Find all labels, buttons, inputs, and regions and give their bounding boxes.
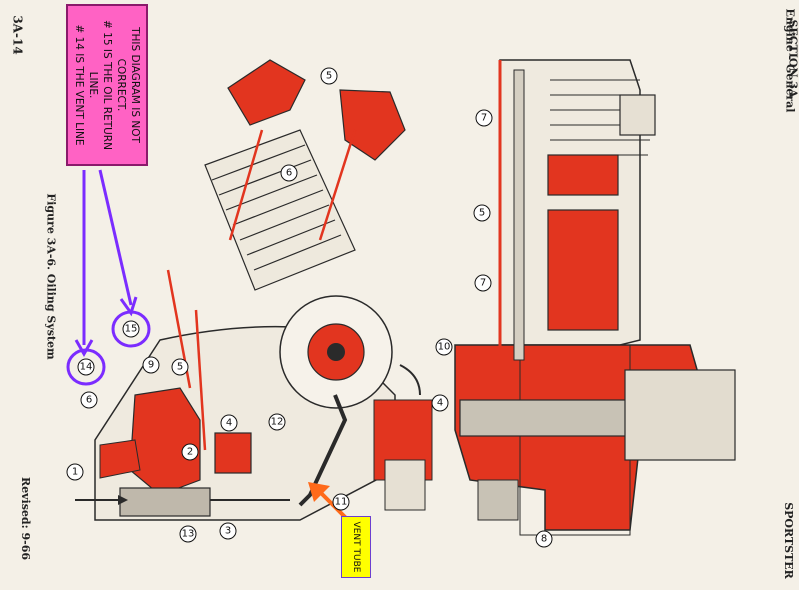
- engine-side-view: [75, 59, 416, 521]
- svg-text:2: 2: [187, 447, 193, 458]
- svg-text:13: 13: [182, 529, 195, 540]
- svg-text:14: 14: [80, 362, 93, 373]
- svg-text:12: 12: [271, 417, 284, 428]
- callout-5b: 5: [171, 358, 189, 376]
- svg-text:5: 5: [326, 71, 332, 82]
- svg-text:5: 5: [479, 208, 485, 219]
- svg-text:11: 11: [335, 497, 348, 508]
- callout-12: 12: [268, 413, 286, 431]
- callout-15: 15: [122, 320, 140, 338]
- callout-7b: 7: [474, 274, 492, 292]
- correction-note: THIS DIAGRAM IS NOT CORRECT. # 15 IS THE…: [66, 4, 148, 166]
- callout-9: 9: [142, 356, 160, 374]
- callout-6b: 6: [80, 391, 98, 409]
- callout-11: 11: [332, 493, 350, 511]
- svg-text:8: 8: [541, 534, 547, 545]
- svg-text:7: 7: [480, 278, 486, 289]
- callout-8: 8: [535, 530, 553, 548]
- callout-14: 14: [77, 358, 95, 376]
- svg-text:10: 10: [438, 342, 451, 353]
- callout-2: 2: [181, 443, 199, 461]
- svg-text:3: 3: [225, 526, 231, 537]
- svg-text:1: 1: [72, 467, 78, 478]
- callout-4b: 4: [431, 394, 449, 412]
- svg-text:9: 9: [148, 360, 154, 371]
- callout-4a: 4: [220, 414, 238, 432]
- inset-detail: [373, 364, 433, 511]
- callout-13: 13: [179, 525, 197, 543]
- engine-cross-section: [454, 59, 736, 536]
- svg-text:7: 7: [481, 113, 487, 124]
- callout-7a: 7: [475, 109, 493, 127]
- svg-text:4: 4: [437, 398, 443, 409]
- callout-6a: 6: [280, 164, 298, 182]
- vent-tube-label: VENT TUBE: [341, 516, 371, 578]
- callout-5a: 5: [320, 67, 338, 85]
- svg-text:6: 6: [86, 395, 92, 406]
- callout-10: 10: [435, 338, 453, 356]
- callout-3: 3: [219, 522, 237, 540]
- svg-text:5: 5: [177, 362, 183, 373]
- svg-text:15: 15: [125, 324, 138, 335]
- callout-numbers: 1 2 3 4 4 5 5 5 6 6 7 7 8 9 10 11 12 13 …: [66, 67, 553, 548]
- callout-5c: 5: [473, 204, 491, 222]
- svg-text:6: 6: [286, 168, 292, 179]
- svg-text:4: 4: [226, 418, 232, 429]
- correction-note-text: THIS DIAGRAM IS NOT CORRECT. # 15 IS THE…: [73, 20, 141, 150]
- callout-1: 1: [66, 463, 84, 481]
